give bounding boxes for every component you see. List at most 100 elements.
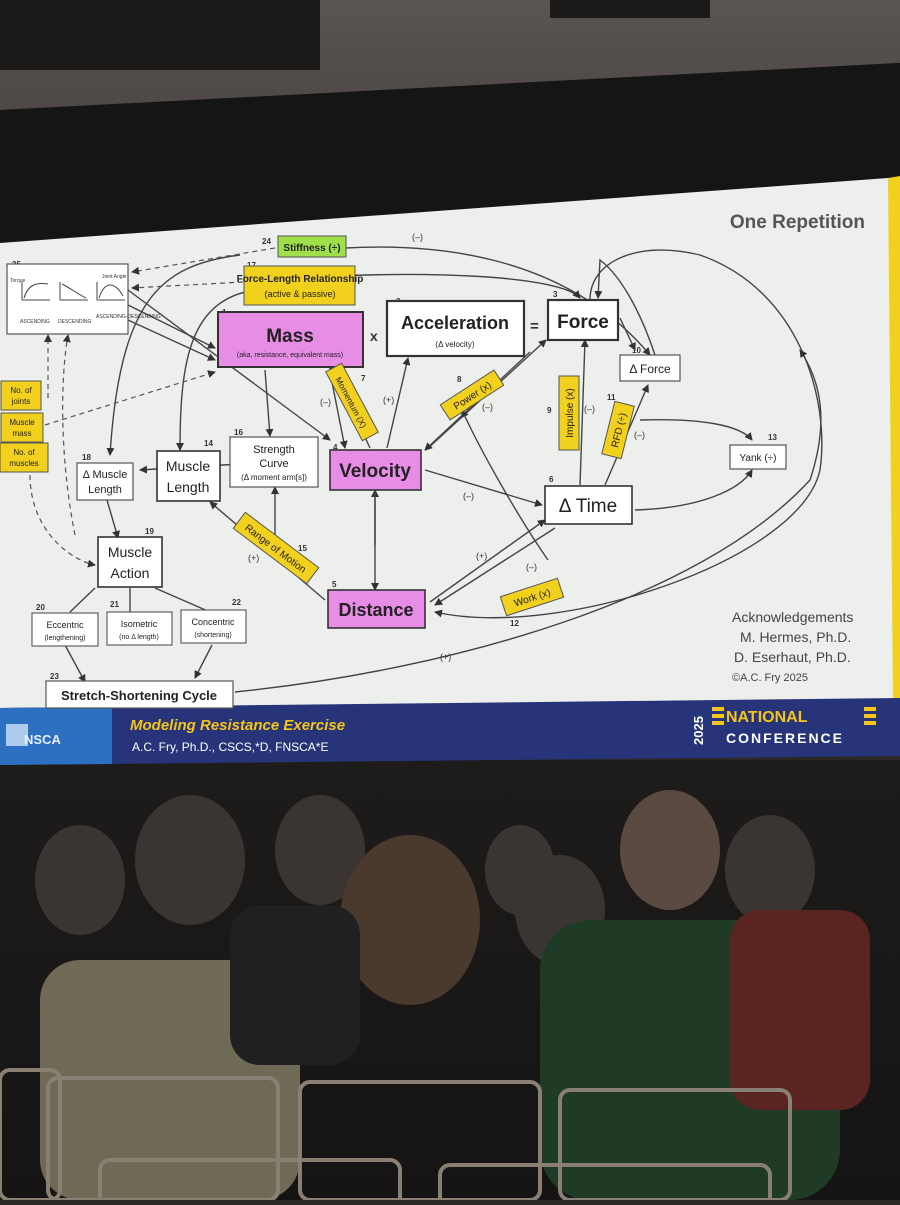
arrow-velocity-time <box>424 469 543 507</box>
slide-title: One Repetition <box>730 212 865 233</box>
footer-author: A.C. Fry, Ph.D., CSCS,*D, FNSCA*E <box>132 740 328 754</box>
arrow-dml-action <box>106 499 120 539</box>
svg-text:D. Eserhaut, Ph.D.: D. Eserhaut, Ph.D. <box>734 649 851 665</box>
svg-text:Impulse (x): Impulse (x) <box>565 388 576 437</box>
svg-text:Eccentric: Eccentric <box>46 620 84 630</box>
node-stiffness: 24 Stiffness (÷) <box>262 235 347 258</box>
svg-text:15: 15 <box>298 544 307 553</box>
svg-text:(no Δ length): (no Δ length) <box>119 634 159 641</box>
svg-text:4: 4 <box>333 443 338 452</box>
svg-text:7: 7 <box>361 374 366 383</box>
dashed-musclemass-mass <box>44 370 216 426</box>
arrow-conc-ssc <box>194 644 213 679</box>
sign-work-minus: (–) <box>526 562 537 572</box>
svg-text:24: 24 <box>262 237 271 246</box>
svg-text:13: 13 <box>768 433 777 442</box>
svg-text:Isometric: Isometric <box>121 619 158 629</box>
svg-text:NSCA: NSCA <box>24 732 61 747</box>
svg-text:10: 10 <box>632 346 641 355</box>
node-delta-muscle-length: 18 Δ Muscle Length <box>76 453 134 501</box>
node-yank: 13 Yank (÷) <box>729 433 787 470</box>
speaker-array <box>0 0 320 70</box>
sign-mass-minus: (–) <box>320 397 331 407</box>
audience-silhouettes <box>0 790 870 1205</box>
arrow-ecc-ssc <box>64 644 86 683</box>
svg-text:(Δ velocity): (Δ velocity) <box>435 340 474 349</box>
arrow-mass-strength <box>264 369 274 437</box>
svg-text:18: 18 <box>82 453 91 462</box>
svg-text:mass: mass <box>12 429 31 438</box>
arrow-time-yank <box>634 469 753 511</box>
sign-rom-plus: (+) <box>248 553 259 563</box>
node-concentric: 22 Concentric (shortening) <box>180 598 247 644</box>
node-force: 3 Force <box>546 290 620 342</box>
arrow-stiffness-musclelength <box>106 254 241 456</box>
svg-text:Δ Force: Δ Force <box>629 362 671 376</box>
svg-text:3: 3 <box>553 290 558 299</box>
arrow-force-distance <box>434 249 823 619</box>
node-muscle-action: 19 Muscle Action <box>97 527 163 588</box>
sign-power-minus: (–) <box>482 402 493 412</box>
node-distance: 5 Distance <box>327 580 426 629</box>
svg-text:20: 20 <box>36 603 45 612</box>
node-no-muscles: No. of muscles <box>0 442 49 473</box>
svg-text:8: 8 <box>457 375 462 384</box>
node-curves: 25 Torque Joint Angle ASCENDING DESCENDI… <box>6 260 161 335</box>
footer-title: Modeling Resistance Exercise <box>130 717 345 734</box>
audience-shirt <box>730 910 870 1110</box>
arrow-distance-time <box>429 519 546 603</box>
arrow-fl-muscle-length <box>176 289 256 451</box>
svg-text:Δ Muscle: Δ Muscle <box>83 469 128 481</box>
arrow-deltaforce-force <box>594 258 656 356</box>
svg-text:Joint Angle: Joint Angle <box>102 274 127 280</box>
svg-text:Muscle: Muscle <box>166 458 211 474</box>
svg-text:Acknowledgements: Acknowledgements <box>732 609 853 625</box>
svg-text:DESCENDING: DESCENDING <box>58 319 91 325</box>
node-force-length: 17 Force-Length Relationship (active & p… <box>237 261 363 306</box>
svg-text:Length: Length <box>88 484 122 496</box>
line-action-concentric <box>154 587 211 613</box>
svg-text:No. of: No. of <box>10 386 32 395</box>
svg-text:Force: Force <box>557 312 609 333</box>
equals-sign: = <box>530 318 539 335</box>
svg-text:joints: joints <box>11 397 31 406</box>
svg-text:(aka, resistance, equivalent m: (aka, resistance, equivalent mass) <box>237 352 343 359</box>
arrow-curves-mass2 <box>127 319 216 361</box>
svg-text:14: 14 <box>204 439 213 448</box>
node-eccentric: 20 Eccentric (lengthening) <box>31 603 99 647</box>
svg-text:Acceleration: Acceleration <box>401 313 509 333</box>
svg-text:2025: 2025 <box>691 716 706 745</box>
node-muscle-length: 14 Muscle Length <box>156 439 221 502</box>
svg-text:Strength: Strength <box>253 444 295 456</box>
node-velocity: 4 Velocity <box>329 443 422 491</box>
node-delta-time: 6 Δ Time <box>544 475 633 525</box>
sign-vel-plus: (+) <box>383 395 394 405</box>
svg-text:16: 16 <box>234 428 243 437</box>
svg-text:CONFERENCE: CONFERENCE <box>726 730 844 746</box>
dashed-action-curves <box>62 334 76 536</box>
ceiling-fixture <box>550 0 710 18</box>
node-delta-force: 10 Δ Force <box>619 346 681 382</box>
svg-text:Concentric: Concentric <box>191 617 235 627</box>
arrow-curves-mass <box>127 304 216 349</box>
sign-rfd-minus: (–) <box>634 430 645 440</box>
nsca-logo-panel <box>0 707 112 765</box>
sign-top-minus: (–) <box>412 232 423 242</box>
svg-text:21: 21 <box>110 600 119 609</box>
sign-dist-plus: (+) <box>476 551 487 561</box>
node-isometric: 21 Isometric (no Δ length) <box>106 600 173 646</box>
nsca-emblem-icon <box>6 724 28 746</box>
multiply-sign: x <box>370 328 378 344</box>
svg-text:ASCENDING-DESCENDING: ASCENDING-DESCENDING <box>96 314 161 320</box>
svg-text:Δ Time: Δ Time <box>559 496 617 517</box>
svg-text:19: 19 <box>145 527 154 536</box>
arrow-force-deltaforce <box>619 317 636 351</box>
arrow-work-power <box>461 409 549 561</box>
svg-text:Mass: Mass <box>266 326 314 347</box>
label-rfd: 11 RFD (÷) <box>601 393 635 460</box>
svg-text:Curve: Curve <box>259 458 288 470</box>
svg-text:Action: Action <box>111 565 150 581</box>
sign-ssc-plus: (+) <box>440 652 451 662</box>
arrow-velocity-accel <box>386 357 411 449</box>
